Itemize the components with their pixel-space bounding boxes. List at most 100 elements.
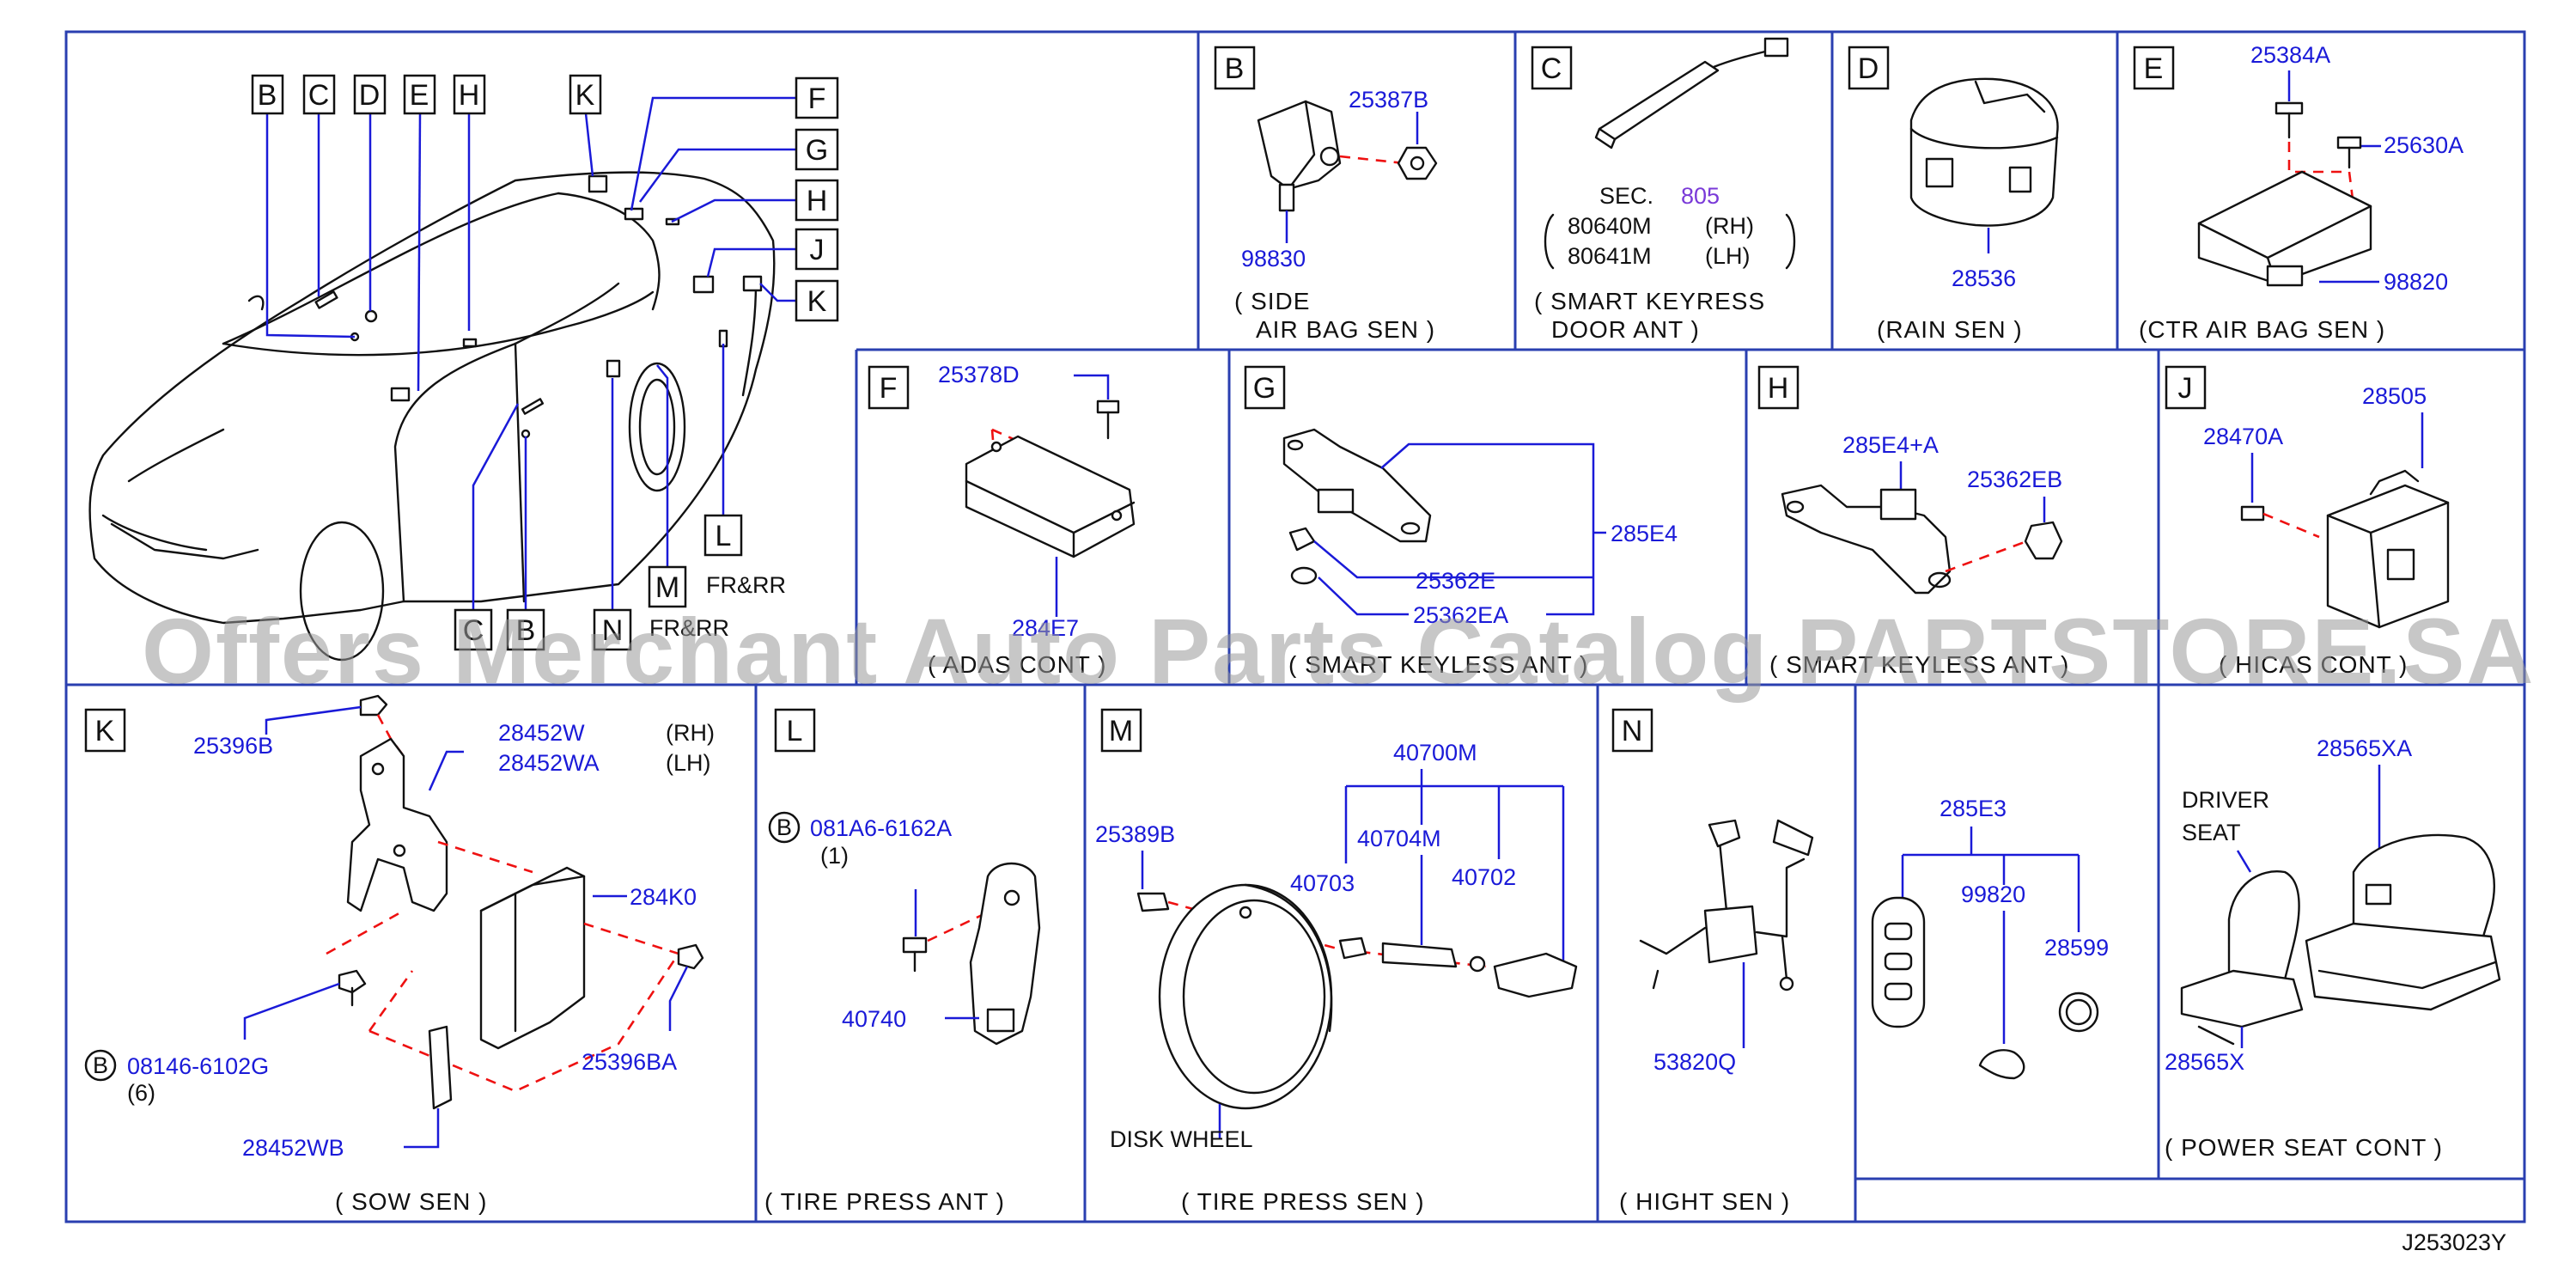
panel-key-part-99820: 99820 [1961, 882, 2025, 907]
overview-box-b: B [258, 79, 277, 112]
overview-box-b-bottom: B [516, 614, 536, 647]
panel-f-part-284e7: 284E7 [1012, 615, 1079, 641]
panel-k-part-28452wb: 28452WB [242, 1135, 344, 1161]
panel-k-bolt-b: B [93, 1052, 108, 1078]
panel-n-caption: ( HIGHT SEN ) [1619, 1188, 1790, 1215]
panel-f-adas-control: F 25378D 284E7 ( ADAS CONT ) [868, 362, 1136, 678]
panel-l-part-081a6-6162a: 081A6-6162A [810, 815, 952, 841]
panel-c-part-80640m: 80640M [1568, 213, 1652, 239]
panel-g-letter: G [1253, 372, 1276, 405]
panel-seat-part-28565x: 28565X [2165, 1049, 2244, 1075]
overview-box-j: J [810, 234, 825, 266]
overview-box-h: H [459, 79, 480, 112]
panel-k-part-284k0: 284K0 [630, 884, 697, 910]
panel-c-lh: (LH) [1705, 243, 1751, 269]
panel-k-sow-sensor: K 25396B 28452W (RH) 28452WA (LH) 284K0 … [84, 694, 715, 1215]
panel-b-side-airbag-sensor: B 25387B 98830 ( SIDE AIR BAG SEN ) [1214, 46, 1438, 343]
panel-j-letter: J [2178, 372, 2193, 405]
overview-box-c: C [308, 79, 330, 112]
panel-n-part-53820q: 53820Q [1653, 1049, 1736, 1075]
panel-n-letter: N [1622, 715, 1643, 747]
panel-h-part-25362eb: 25362EB [1967, 467, 2062, 492]
panel-seat-caption: ( POWER SEAT CONT ) [2165, 1134, 2443, 1161]
panel-m-part-40702: 40702 [1452, 864, 1516, 890]
panel-d-letter: D [1858, 52, 1879, 85]
panel-m-letter: M [1109, 715, 1133, 747]
panel-g-part-285e4: 285E4 [1611, 521, 1678, 546]
panel-c-rh: (RH) [1705, 213, 1754, 239]
panel-key-part-285e3: 285E3 [1940, 796, 2007, 821]
panel-f-letter: F [880, 372, 898, 405]
panel-seat-driver-2: SEAT [2182, 820, 2241, 845]
panel-d-caption: (RAIN SEN ) [1877, 316, 2023, 343]
panel-k-qty-6: (6) [127, 1080, 155, 1106]
panel-j-part-28470a: 28470A [2203, 424, 2283, 449]
overview-fr-rr-l: FR&RR [706, 572, 786, 598]
overview-box-m: M [655, 571, 679, 604]
panel-m-caption: ( TIRE PRESS SEN ) [1181, 1188, 1425, 1215]
panel-c-caption-2: DOOR ANT ) [1551, 316, 1700, 343]
panel-k-part-25396b: 25396B [193, 733, 273, 759]
panel-h-letter: H [1768, 372, 1789, 405]
watermark-text: Offers Merchant Auto Parts Catalog PARTS… [142, 599, 2535, 703]
panel-e-letter: E [2144, 52, 2164, 85]
panel-c-caption-1: ( SMART KEYRESS [1534, 288, 1765, 314]
panel-g-smart-keyless-antenna: G 285E4 25362E 25362EA ( SMART KEYLESS A… [1244, 365, 1678, 678]
panel-power-seat-control: 28565XA DRIVER SEAT 28565X ( POWER SEAT … [2165, 735, 2501, 1161]
overview-box-g: G [806, 134, 828, 167]
panel-m-part-40704m: 40704M [1357, 826, 1441, 851]
panel-key-part-28599: 28599 [2044, 935, 2109, 961]
overview-box-k-top: K [575, 79, 595, 112]
panel-b-letter: B [1225, 52, 1245, 85]
panel-m-part-40700m: 40700M [1393, 740, 1477, 766]
panel-c-letter: C [1541, 52, 1562, 85]
overview-box-k-right: K [807, 285, 827, 318]
panel-seat-driver-1: DRIVER [2182, 787, 2269, 813]
panel-c-sec: SEC. [1599, 183, 1653, 209]
overview-box-c-bottom: C [463, 614, 484, 647]
panel-m-part-25389b: 25389B [1095, 821, 1175, 847]
vehicle-overview [88, 171, 776, 662]
panel-j-caption: ( HICAS CONT ) [2219, 651, 2408, 678]
panel-c-sec-number: 805 [1681, 183, 1720, 209]
overview-box-d: D [359, 79, 381, 112]
panel-k-lh: (LH) [666, 750, 711, 776]
panel-l-tire-pressure-antenna: L B 081A6-6162A (1) 40740 ( TIRE PRESS A… [764, 708, 1041, 1215]
panel-h-caption: ( SMART KEYLESS ANT ) [1769, 651, 2069, 678]
panel-k-part-28452w: 28452W [498, 720, 585, 746]
panel-k-caption: ( SOW SEN ) [335, 1188, 487, 1215]
panel-l-bolt-b: B [776, 814, 792, 840]
panel-e-part-98820: 98820 [2384, 269, 2448, 295]
panel-e-caption: (CTR AIR BAG SEN ) [2139, 316, 2385, 343]
panel-e-part-25630a: 25630A [2384, 132, 2463, 158]
panel-h-part-285e4a: 285E4+A [1842, 432, 1939, 458]
overview-box-l: L [716, 520, 732, 552]
panel-k-rh: (RH) [666, 720, 715, 746]
panel-n-height-sensor: N 53820Q ( HIGHT SEN ) [1611, 708, 1814, 1215]
panel-g-part-25362ea: 25362EA [1413, 602, 1508, 628]
panel-d-part-28536: 28536 [1952, 265, 2016, 291]
panel-j-part-28505: 28505 [2362, 383, 2427, 409]
panel-d-rain-sensor: D 28536 (RAIN SEN ) [1848, 46, 2059, 343]
overview-box-n: N [602, 614, 624, 647]
panel-key-fob: 285E3 99820 28599 [1871, 796, 2109, 1080]
overview-fr-rr-m: FR&RR [649, 615, 729, 641]
panel-e-part-25384a: 25384A [2250, 42, 2330, 68]
panel-l-letter: L [787, 715, 803, 747]
overview-box-e: E [410, 79, 429, 112]
panel-b-part-98830: 98830 [1241, 246, 1306, 271]
panel-j-hicas-control: J 28505 28470A ( HICAS CONT ) [2165, 365, 2450, 678]
panel-m-tire-pressure-sensor: M 40700M 25389B 40703 40704M 40702 DISK … [1095, 708, 1578, 1215]
panel-m-disk-wheel: DISK WHEEL [1110, 1126, 1253, 1152]
panel-grid [64, 30, 2526, 1223]
panel-seat-part-28565xa: 28565XA [2317, 735, 2412, 761]
panel-k-letter: K [95, 715, 115, 747]
panel-k-part-28452wa: 28452WA [498, 750, 600, 776]
overview-leaders [265, 96, 796, 627]
panel-l-caption: ( TIRE PRESS ANT ) [764, 1188, 1005, 1215]
panel-f-part-25378d: 25378D [938, 362, 1020, 387]
drawing-code: J253023Y [2402, 1229, 2506, 1255]
panel-k-part-08146-6102g: 08146-6102G [127, 1053, 269, 1079]
panel-k-part-25396ba: 25396BA [582, 1049, 677, 1075]
